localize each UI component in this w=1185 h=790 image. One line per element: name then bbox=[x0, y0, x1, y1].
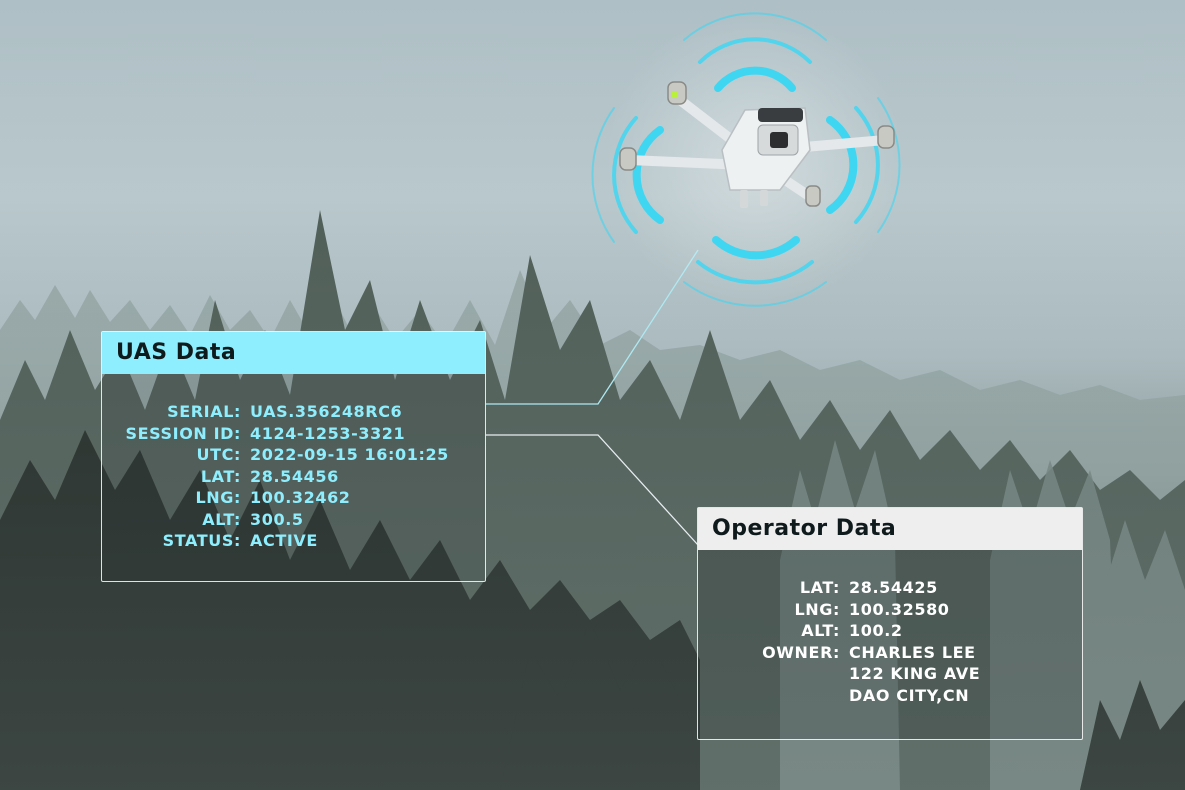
operator-field-key: OWNER: bbox=[762, 642, 840, 662]
operator-field-key: LNG: bbox=[794, 599, 840, 619]
operator-field-value: 28.54425 bbox=[849, 578, 938, 597]
uas-field-value: 2022-09-15 16:01:25 bbox=[250, 445, 449, 464]
uas-field-row: SESSION ID: 4124-1253-3321 bbox=[102, 423, 485, 445]
uas-field-row: LNG: 100.32462 bbox=[102, 487, 485, 509]
operator-data-fields: LAT: 28.54425 LNG: 100.32580 ALT: 100.2 OWN… bbox=[698, 550, 1082, 706]
operator-field-key bbox=[698, 663, 849, 685]
uas-field-row: ALT: 300.5 bbox=[102, 509, 485, 531]
uas-field-row: SERIAL: UAS.356248RC6 bbox=[102, 401, 485, 423]
operator-field-row: 122 KING AVE bbox=[698, 663, 1082, 685]
operator-field-row: LAT: 28.54425 bbox=[698, 577, 1082, 599]
operator-field-row: LNG: 100.32580 bbox=[698, 599, 1082, 621]
uas-field-row: UTC: 2022-09-15 16:01:25 bbox=[102, 444, 485, 466]
operator-field-key bbox=[698, 685, 849, 707]
uas-field-value: UAS.356248RC6 bbox=[250, 402, 403, 421]
uas-field-value: 4124-1253-3321 bbox=[250, 423, 406, 443]
operator-data-title: Operator Data bbox=[698, 508, 1082, 550]
uas-data-panel: UAS Data SERIAL: UAS.356248RC6 SESSION ID… bbox=[101, 331, 486, 582]
uas-field-value: ACTIVE bbox=[250, 531, 318, 550]
drone-icon bbox=[619, 81, 895, 208]
operator-field-key: ALT: bbox=[801, 621, 840, 640]
uas-field-key: STATUS: bbox=[162, 531, 241, 550]
uas-field-key: SESSION ID: bbox=[125, 423, 241, 443]
uas-field-value: 300.5 bbox=[250, 509, 304, 529]
operator-field-row: OWNER: CHARLES LEE bbox=[698, 642, 1082, 664]
uas-data-fields: SERIAL: UAS.356248RC6 SESSION ID: 4124-125… bbox=[102, 374, 485, 552]
connector-lines bbox=[486, 249, 699, 546]
uas-field-row: LAT: 28.54456 bbox=[102, 466, 485, 488]
uas-connector-line bbox=[486, 249, 699, 405]
uas-field-key: UTC: bbox=[196, 445, 241, 464]
uas-field-value: 100.32462 bbox=[250, 488, 351, 507]
uas-field-key: LNG: bbox=[195, 488, 241, 507]
operator-field-row: ALT: 100.2 bbox=[698, 620, 1082, 642]
operator-connector-line bbox=[486, 434, 699, 546]
operator-field-key: LAT: bbox=[799, 578, 840, 597]
operator-field-row: DAO CITY,CN bbox=[698, 685, 1082, 707]
operator-field-value: CHARLES LEE bbox=[849, 642, 976, 662]
uas-data-title: UAS Data bbox=[102, 332, 485, 374]
operator-field-value: DAO CITY,CN bbox=[849, 685, 970, 705]
uas-field-row: STATUS: ACTIVE bbox=[102, 530, 485, 552]
operator-field-value: 122 KING AVE bbox=[849, 664, 981, 683]
operator-field-value: 100.32580 bbox=[849, 599, 950, 619]
uas-field-key: ALT: bbox=[202, 509, 241, 529]
operator-field-value: 100.2 bbox=[849, 621, 903, 640]
uas-field-key: SERIAL: bbox=[167, 402, 241, 421]
uas-field-value: 28.54456 bbox=[250, 466, 339, 486]
operator-data-panel: Operator Data LAT: 28.54425 LNG: 100.32580… bbox=[697, 507, 1083, 740]
uas-field-key: LAT: bbox=[200, 466, 241, 486]
